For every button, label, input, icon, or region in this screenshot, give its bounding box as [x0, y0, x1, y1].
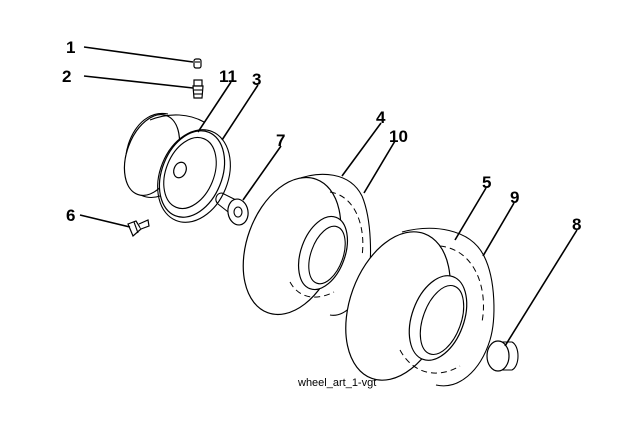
callout-2: 2	[62, 67, 71, 86]
part-grease-fitting	[127, 219, 150, 238]
callout-11: 11	[219, 67, 237, 86]
part-tire-front	[242, 173, 372, 316]
part-tire-bead-ring	[157, 129, 231, 223]
part-hub-cap	[486, 340, 519, 372]
callout-9: 9	[510, 188, 519, 207]
part-bushing	[215, 192, 249, 226]
part-valve-stem	[192, 79, 204, 99]
callout-8: 8	[572, 215, 581, 234]
callout-4: 4	[376, 108, 386, 127]
part-tire-rear	[345, 227, 495, 387]
diagram-caption: wheel_art_1-vgt	[297, 377, 376, 389]
callout-7: 7	[276, 131, 285, 150]
callout-3: 3	[252, 70, 261, 89]
callout-1: 1	[66, 38, 75, 57]
part-inner-tube-rear	[399, 245, 484, 374]
callout-5: 5	[482, 173, 491, 192]
callout-6: 6	[66, 206, 75, 225]
part-valve-cap	[193, 58, 202, 69]
part-inner-tube-front	[289, 191, 364, 298]
leader-lines	[79, 46, 578, 347]
part-rim	[123, 112, 226, 218]
callout-10: 10	[389, 127, 408, 146]
